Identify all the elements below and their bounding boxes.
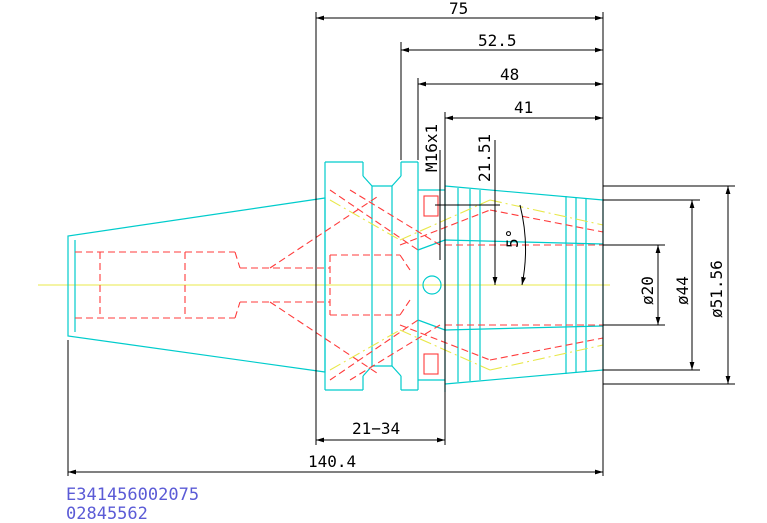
dim-total: 140.4	[308, 452, 356, 471]
extension-lines	[67, 12, 735, 476]
dim-thread: M16x1	[422, 124, 441, 172]
dim-dia51-56: ø51.56	[707, 260, 726, 318]
dim-41: 41	[514, 98, 533, 117]
dim-21-51: 21.51	[475, 134, 494, 182]
dim-52-5: 52.5	[478, 31, 517, 50]
dim-75: 75	[449, 0, 468, 18]
internal-bore	[75, 189, 604, 381]
dim-range: 21−34	[352, 419, 400, 438]
part-code: E341456002075	[66, 485, 199, 505]
part-number: 02845562	[66, 504, 148, 523]
dim-dia20: ø20	[638, 276, 657, 305]
dim-dia44: ø44	[673, 276, 692, 305]
dim-48: 48	[500, 65, 519, 84]
dim-angle: 5°	[503, 229, 522, 248]
dim-lines	[68, 15, 731, 475]
